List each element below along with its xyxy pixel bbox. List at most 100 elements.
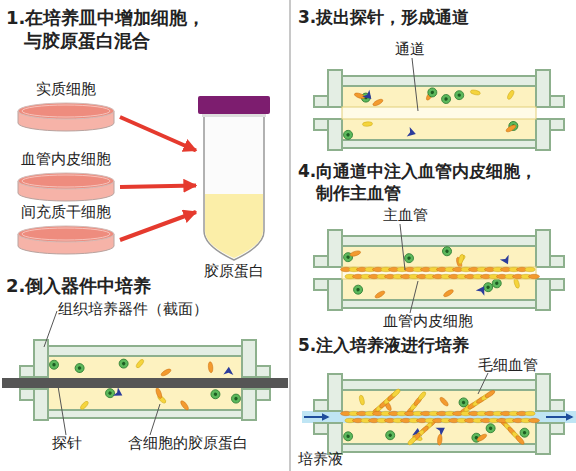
callout-label: 主血管 [383, 206, 428, 226]
stem-cell [500, 255, 513, 267]
dish-shape [16, 171, 116, 202]
endothelial-cell [179, 400, 189, 411]
callout-label: 组织培养器件（截面） [58, 300, 208, 320]
device-wall [314, 96, 328, 107]
device-wall [20, 366, 34, 377]
endothelial-cell [79, 400, 89, 410]
flow-arrow [120, 186, 196, 188]
device-wall [536, 119, 550, 150]
device-wall [34, 389, 48, 420]
flow-arrow [304, 416, 328, 418]
parenchymal-cell [104, 387, 117, 400]
callout-label: 培养液 [298, 450, 343, 470]
device-wall [20, 389, 34, 400]
endothelial-cell [476, 433, 488, 443]
step-heading: 1.在培养皿中增加细胞， 与胶原蛋白混合 [6, 6, 278, 53]
leader-line [478, 373, 488, 394]
step-heading: 5.注入培养液进行培养 [298, 334, 469, 356]
leader-line [150, 404, 160, 435]
tube-cap [198, 96, 270, 114]
dish-medium [18, 226, 114, 242]
cell-nucleus [234, 396, 239, 401]
device-wall [42, 346, 248, 356]
endothelial-cell [443, 288, 455, 298]
dish-medium [18, 103, 114, 119]
collagen-gel [342, 86, 536, 140]
cell [230, 392, 243, 405]
parenchymal-cell [427, 87, 438, 98]
cell [484, 422, 497, 435]
cell [210, 388, 222, 400]
endothelial-cell [529, 418, 540, 422]
cell [520, 428, 530, 438]
endothelial-cell [513, 278, 520, 289]
endothelial-cell [484, 389, 496, 399]
cell [372, 98, 384, 107]
device-wall [328, 423, 342, 454]
cell-nucleus [486, 285, 491, 290]
endothelial-cell [155, 387, 163, 399]
cell [476, 284, 489, 296]
device-wall [536, 70, 550, 107]
endothelial-cell [506, 89, 515, 100]
cell [343, 431, 354, 442]
cell [49, 360, 59, 370]
cell [476, 433, 488, 443]
device-wall [550, 96, 564, 107]
dish-shape [16, 101, 116, 132]
cell [374, 290, 386, 299]
leader-line [400, 224, 405, 270]
parenchymal-cell [441, 94, 451, 104]
culture-device [2, 340, 288, 420]
cell-nucleus [523, 431, 527, 435]
endothelial-cell [359, 395, 365, 406]
cell [73, 362, 85, 374]
cell [362, 122, 372, 127]
stem-cell [407, 127, 418, 139]
callout-label: 通道 [395, 40, 425, 60]
endothelial-cell [525, 267, 535, 271]
cell [506, 89, 515, 100]
device-wall [314, 119, 328, 130]
endothelial-cell [529, 274, 540, 278]
cell [404, 253, 415, 264]
petri-dish: 血管内皮细胞 [12, 150, 120, 202]
parenchymal-cell [484, 422, 497, 435]
device-wall [536, 423, 550, 454]
endothelial-cell [417, 391, 427, 402]
device-wall [336, 380, 542, 390]
device-wall [242, 340, 256, 377]
step-heading: 3.拔出探针，形成通道 [298, 6, 469, 28]
cell [525, 267, 535, 271]
device-wall [314, 279, 328, 290]
parenchymal-cell [342, 129, 355, 142]
callout-label: 探针 [52, 434, 82, 454]
panel-divider [289, 0, 291, 471]
tube-body [204, 114, 264, 260]
device-wall [314, 400, 328, 411]
cell [454, 90, 464, 100]
cell [515, 434, 526, 445]
collagen-fill [205, 194, 263, 258]
device-wall [336, 76, 542, 86]
cell [104, 387, 117, 400]
cell [500, 255, 513, 267]
cell [362, 90, 375, 103]
cell [79, 400, 89, 410]
callout-label: 含细胞的胶原蛋白 [128, 434, 248, 454]
parenchymal-cell [404, 253, 415, 264]
stem-cell [223, 367, 233, 376]
dish-shape [16, 224, 116, 255]
flow-arrow [546, 416, 572, 418]
device-wall [328, 374, 342, 411]
culture-device [314, 230, 564, 310]
device-wall [256, 389, 270, 400]
petri-dish: 实质细胞 [12, 80, 120, 132]
device-wall [256, 366, 270, 377]
dish-rim [22, 175, 110, 187]
device-wall [536, 374, 550, 411]
parenchymal-cell [210, 388, 222, 400]
petri-dish: 间充质干细胞 [12, 203, 120, 255]
cell-nucleus [407, 256, 411, 260]
callout-label: 血管内皮细胞 [383, 312, 473, 332]
